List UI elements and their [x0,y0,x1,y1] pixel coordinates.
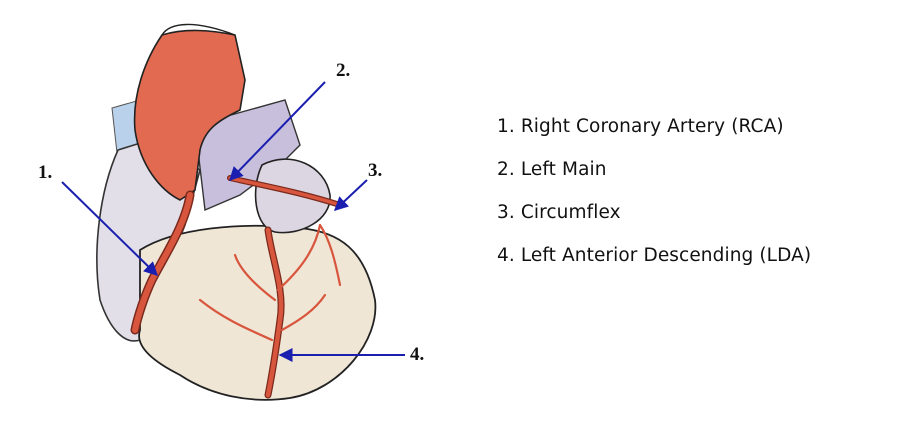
branch-vessels [198,223,342,342]
arrow-2 [229,81,326,182]
lad-artery-fill [265,227,284,398]
artery-legend: 1. Right Coronary Artery (RCA) 2. Left M… [497,110,811,282]
marker-label-3: 3. [368,160,383,181]
arrow-1 [61,181,159,276]
marker-label-4: 4. [410,344,425,365]
legend-item-circumflex: 3. Circumflex [497,202,621,223]
legend-item-rca: 1. Right Coronary Artery (RCA) [497,116,784,137]
rca-artery-fill [132,192,193,333]
marker-label-2: 2. [336,60,351,81]
arrow-3 [333,179,368,211]
legend-item-left-main: 2. Left Main [497,159,607,180]
ventricles [138,224,377,401]
heart-illustration: 1. 2. 3. 4. [0,0,450,418]
left-atrium [254,158,331,234]
marker-label-1: 1. [38,162,53,183]
aortic-arch-top [161,23,236,36]
aorta [133,29,246,201]
legend-item-lad: 4. Left Anterior Descending (LDA) [497,245,812,266]
